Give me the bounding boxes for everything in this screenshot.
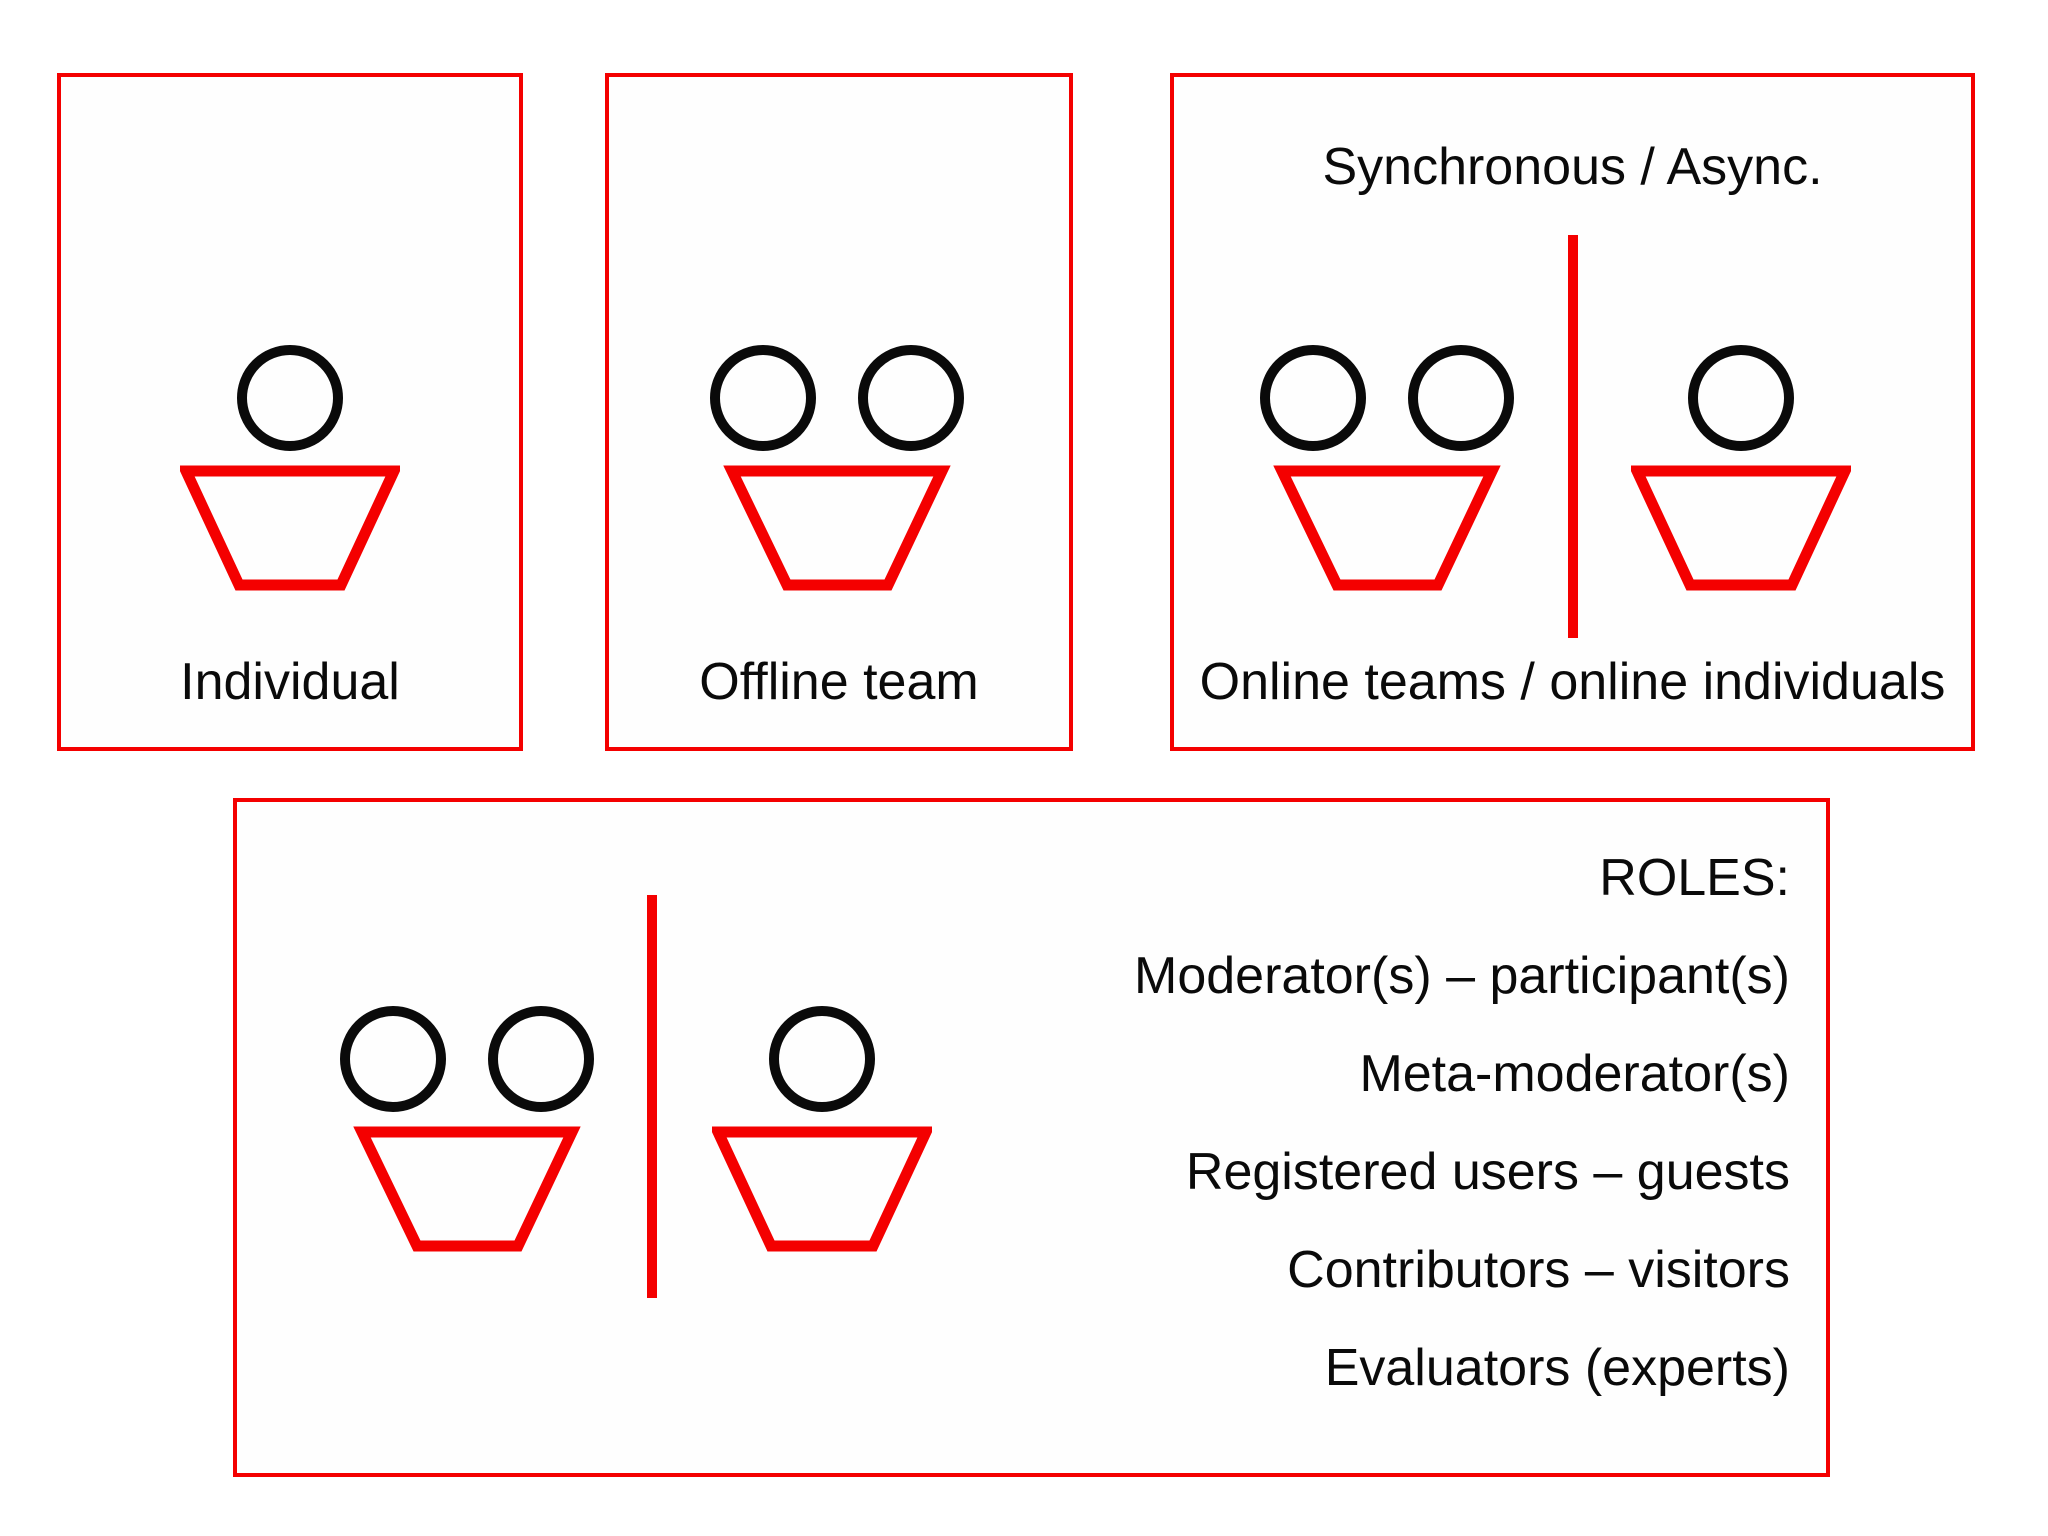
roles-list: ROLES: Moderator(s) – participant(s) Met… [1030,829,1790,1417]
offline-team-box [605,73,1073,751]
person-icon [180,343,400,593]
person-icon [1631,343,1851,593]
roles-item: Moderator(s) – participant(s) [1134,947,1790,1005]
roles-heading: ROLES: [1599,849,1790,907]
person-icon [712,1004,932,1254]
divider-line [647,895,657,1298]
roles-item: Contributors – visitors [1287,1241,1790,1299]
team-icon [339,1004,595,1254]
divider-line [1568,235,1578,638]
sync-async-title: Synchronous / Async. [1322,138,1823,196]
roles-item: Meta-moderator(s) [1359,1045,1790,1103]
team-icon [709,343,965,593]
roles-item: Registered users – guests [1185,1143,1790,1201]
online-label: Online teams / online individuals [1199,653,1946,711]
team-icon [1259,343,1515,593]
roles-item: Evaluators (experts) [1324,1339,1790,1397]
individual-box [57,73,523,751]
offline-team-label: Offline team [699,653,979,711]
individual-label: Individual [180,653,400,711]
